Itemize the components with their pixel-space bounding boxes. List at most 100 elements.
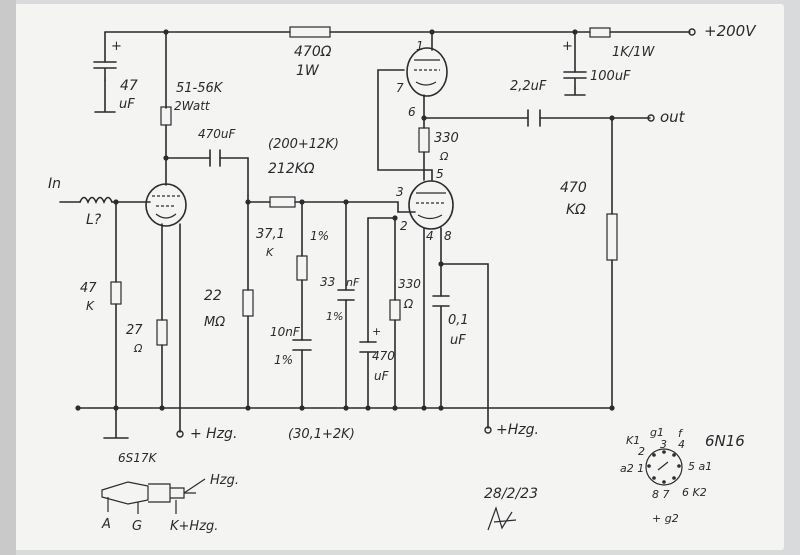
resistor-divider xyxy=(296,255,308,281)
tube-v2-top xyxy=(406,47,448,97)
label-330-top-unit: Ω xyxy=(439,150,449,163)
label-heater2: +Hzg. xyxy=(496,422,539,438)
label-in: In xyxy=(48,176,61,192)
terminal-b-plus xyxy=(688,28,696,36)
label-212k: 212KΩ xyxy=(268,161,315,177)
label-heater1: + Hzg. xyxy=(190,426,237,442)
label-22m-unit: MΩ xyxy=(204,315,225,330)
label-pin-g: G xyxy=(132,519,142,534)
label-pin6: 6 xyxy=(408,105,416,119)
label-470nf: 470uF xyxy=(198,127,237,141)
label-pin-k: K+Hzg. xyxy=(170,519,218,534)
label-socket-f: f xyxy=(678,427,684,440)
label-10nf: 10nF xyxy=(270,325,301,339)
label-470-load-unit: KΩ xyxy=(566,202,586,218)
label-socket-6k2: 6 K2 xyxy=(682,486,707,499)
cap-47uf xyxy=(93,61,117,81)
label-200-12k: (200+12K) xyxy=(268,137,339,152)
svg-text:+: + xyxy=(372,325,381,338)
label-socket-a21: a2 1 xyxy=(620,462,644,475)
label-470uf: 470 xyxy=(372,349,395,363)
label-330-cath-unit: Ω xyxy=(403,297,414,311)
label-b-plus: +200V xyxy=(704,22,757,40)
label-470-ohm: 470Ω xyxy=(294,44,332,60)
tube-v2-bottom xyxy=(408,180,454,230)
capacitors: + + + xyxy=(93,39,587,353)
terminal-heater1 xyxy=(176,430,184,438)
junctions xyxy=(75,29,615,411)
label-pin8: 8 xyxy=(444,229,452,243)
signature xyxy=(487,506,517,531)
tube-v1 xyxy=(145,183,187,227)
label-pin1: 1 xyxy=(416,39,424,53)
paper xyxy=(14,4,784,550)
svg-text:+: + xyxy=(562,39,573,54)
label-pin-a: A xyxy=(101,517,111,532)
label-100uf: 100uF xyxy=(590,69,631,84)
label-47-unit: uF xyxy=(119,97,135,112)
label-47k-unit: K xyxy=(86,299,95,313)
resistor-grid-in xyxy=(110,281,122,305)
resistor-load xyxy=(606,213,618,261)
label-37-1-unit: K xyxy=(266,246,274,259)
label-10nf-tol: 1% xyxy=(274,353,293,367)
inductor-coil xyxy=(79,196,113,204)
label-pin2: 2 xyxy=(400,219,408,233)
terminal-out xyxy=(647,114,655,122)
resistor-plate xyxy=(160,106,172,126)
label-37-1-tol: 1% xyxy=(310,229,329,243)
resistor-22m xyxy=(242,289,254,317)
resistor-1k xyxy=(589,27,611,38)
terminal-heater2 xyxy=(484,426,492,434)
cap-33nf xyxy=(337,289,355,301)
label-socket-g1: g1 xyxy=(650,426,664,439)
resistor-470-ohm xyxy=(289,26,331,38)
label-1w: 1W xyxy=(296,63,320,79)
resistors xyxy=(110,26,618,346)
label-0-1uf: 0,1 xyxy=(448,313,469,328)
label-30-1-2k: (30,1+2K) xyxy=(288,427,355,442)
label-pin-hzg: Hzg. xyxy=(210,473,239,488)
label-47k: 47 xyxy=(80,281,97,296)
resistor-330-top xyxy=(418,127,430,153)
resistor-series xyxy=(269,196,296,208)
label-socket-87: 8 7 xyxy=(652,488,670,501)
label-330-top: 330 xyxy=(434,131,459,146)
label-27-unit: Ω xyxy=(133,342,143,355)
label-47: 47 xyxy=(120,78,138,94)
label-51-56k: 51-56K xyxy=(176,81,224,96)
cap-10nf xyxy=(292,339,312,351)
label-6s17k: 6S17K xyxy=(118,451,158,465)
label-33nf-unit: nF xyxy=(346,276,360,289)
cap-0-1uf xyxy=(432,295,450,307)
label-out: out xyxy=(660,108,686,126)
label-2-2uf: 2,2uF xyxy=(510,79,547,94)
label-27: 27 xyxy=(126,323,143,338)
labels: +200V 1K/1W 100uF 470Ω 1W 47 uF 51-56K 2… xyxy=(48,22,757,534)
label-socket-k1: K1 xyxy=(626,434,640,447)
label-33nf: 33 xyxy=(320,275,335,289)
label-330-cath: 330 xyxy=(398,277,421,291)
cap-470nf xyxy=(209,149,221,167)
label-pin3: 3 xyxy=(396,185,404,199)
label-socket-4: 4 xyxy=(678,438,685,451)
cap-100uf xyxy=(563,71,587,89)
label-date: 28/2/23 xyxy=(484,486,538,502)
svg-text:+: + xyxy=(111,39,122,54)
label-470-load: 470 xyxy=(560,180,587,196)
cap-2-2uf xyxy=(527,109,541,127)
resistor-cath-in xyxy=(156,319,168,346)
socket-6n16-drawing xyxy=(645,448,683,486)
label-coil: L? xyxy=(86,212,102,228)
resistor-330-cath xyxy=(389,299,401,321)
label-22m: 22 xyxy=(204,288,222,304)
label-0-1uf-unit: uF xyxy=(450,333,466,348)
label-socket-5a1: 5 a1 xyxy=(688,460,712,473)
label-socket-g2: + g2 xyxy=(652,512,679,525)
label-pin4: 4 xyxy=(426,229,434,243)
label-37-1: 37,1 xyxy=(256,227,285,242)
label-1k-1w: 1K/1W xyxy=(612,45,655,60)
wiring xyxy=(59,31,691,439)
label-33nf-tol: 1% xyxy=(326,310,343,323)
